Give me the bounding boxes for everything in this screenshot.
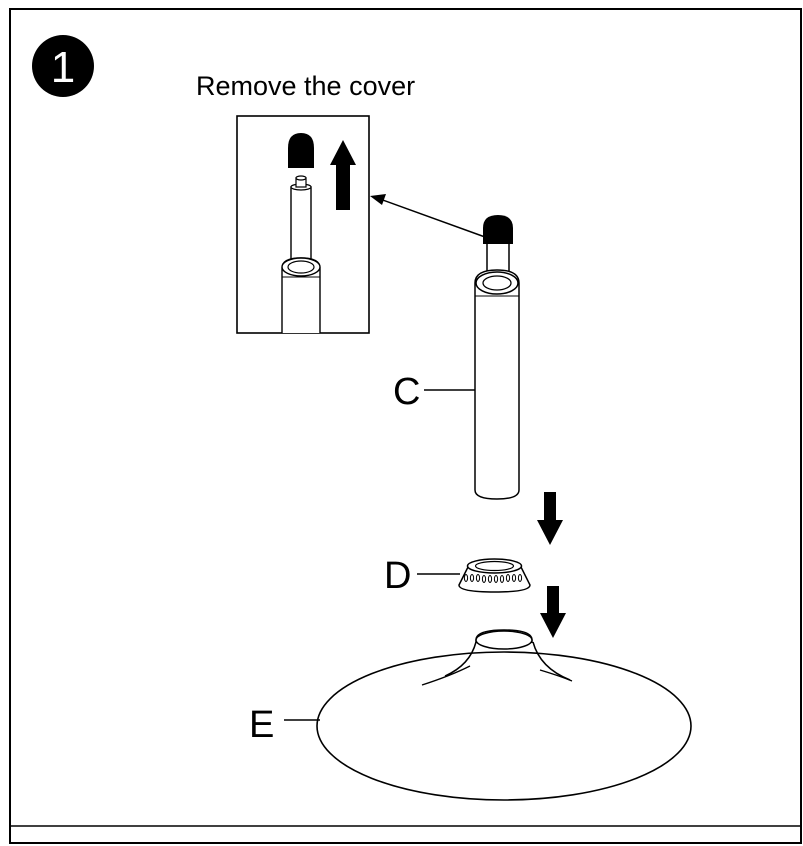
detail-inset: [236, 115, 370, 334]
down-arrow-icon-2: [540, 586, 566, 638]
up-arrow-icon: [330, 140, 356, 210]
step-number-badge: [32, 35, 94, 97]
part-e-base: [316, 629, 692, 801]
part-c-label: C: [393, 371, 420, 413]
leader-arrowhead-icon: [370, 194, 386, 205]
part-d-label: D: [384, 555, 411, 597]
down-arrow-icon-1: [537, 492, 563, 545]
part-d-bushing: [458, 558, 531, 593]
part-e-label: E: [249, 704, 274, 746]
step-instruction: Remove the cover: [196, 71, 415, 101]
detail-leader-line: [379, 198, 486, 238]
part-c-cylinder: [474, 215, 520, 500]
detail-cap-icon: [288, 133, 314, 168]
cylinder-cap-icon: [483, 215, 513, 244]
step-number: 1: [51, 43, 75, 92]
